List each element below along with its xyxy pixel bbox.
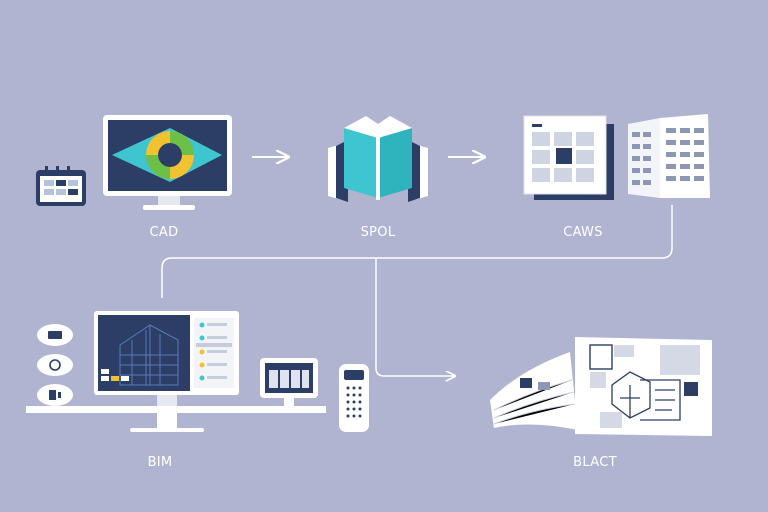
bim-label: BIM [147,455,173,470]
handheld-device-icon [339,364,369,432]
calendar-tablet-icon [36,166,86,206]
side-icons [37,324,73,406]
spol-book-icon [328,116,428,202]
spol-label: SPOL [360,225,396,240]
blact-label: BLACT [573,455,617,470]
caws-label: CAWS [563,225,603,240]
connector-lines [161,157,673,376]
flow-line-caws-to-bim [161,205,673,298]
chat-icon [37,354,73,376]
cad-label: CAD [149,225,179,240]
arrow-to-blact [375,258,454,376]
tablet-device-icon [260,358,318,406]
cad-monitor-icon [103,115,232,210]
blact-blueprint-book-icon [490,337,712,436]
caws-documents-icon [523,114,710,200]
bim-monitor-icon [94,311,239,432]
